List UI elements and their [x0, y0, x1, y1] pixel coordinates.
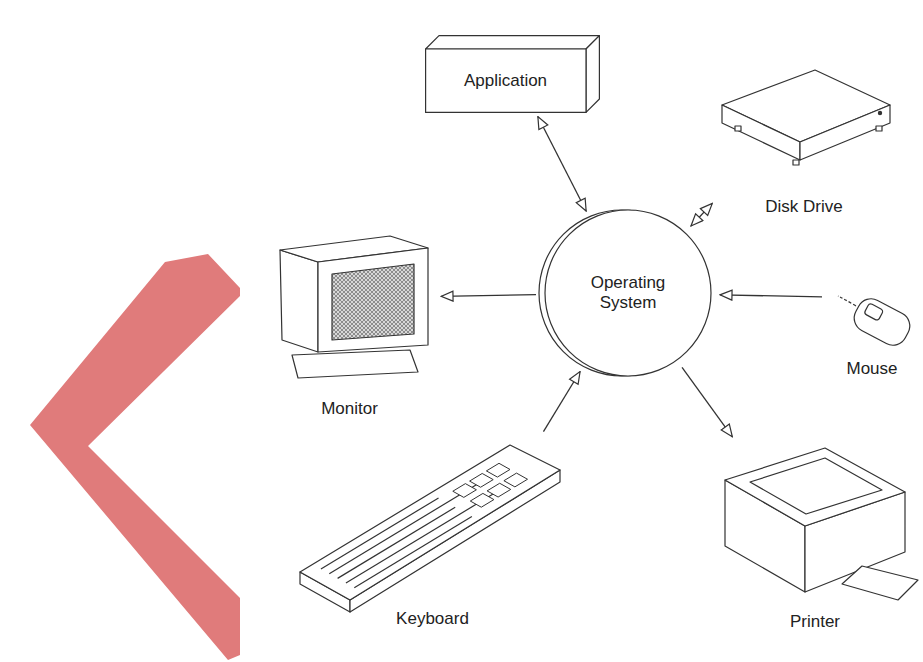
node-label: Disk Drive: [765, 197, 842, 217]
keyboard-node: Keyboard: [300, 435, 565, 632]
keyboard-figure: [300, 445, 560, 612]
connector-arrow: [543, 372, 580, 432]
connector-arrow: [441, 295, 536, 297]
application-box: Application: [425, 35, 600, 113]
node-label: Keyboard: [396, 609, 469, 629]
key: [470, 473, 494, 487]
key-row: [329, 480, 484, 574]
mouse-figure: [838, 294, 915, 350]
printer-figure: [725, 448, 918, 600]
monitor-node: Monitor: [262, 232, 437, 422]
disk-drive-figure: [722, 70, 890, 165]
connector-arrow: [691, 203, 712, 226]
node-label: Operating System: [572, 273, 684, 314]
connector-arrow: [538, 117, 586, 212]
connector-arrow: [682, 367, 732, 436]
disk-drive-node: Disk Drive: [715, 55, 893, 220]
operating-system-circle: Operating System: [538, 208, 718, 378]
mouse-node: Mouse: [826, 280, 918, 382]
key: [504, 473, 528, 487]
connector-arrow: [720, 295, 822, 297]
node-label: Monitor: [321, 399, 378, 419]
node-label: Application: [464, 71, 547, 91]
key: [453, 484, 477, 498]
key-row: [346, 489, 501, 583]
key: [470, 493, 494, 507]
key-row: [338, 507, 456, 578]
node-label: Printer: [790, 612, 840, 632]
key-row: [321, 498, 439, 569]
printer-node: Printer: [715, 440, 915, 635]
monitor-figure: [280, 236, 428, 378]
watermark-shape: [30, 254, 240, 660]
key: [487, 483, 511, 497]
key-row: [354, 517, 472, 588]
node-label: Mouse: [846, 359, 897, 379]
key: [486, 463, 510, 477]
